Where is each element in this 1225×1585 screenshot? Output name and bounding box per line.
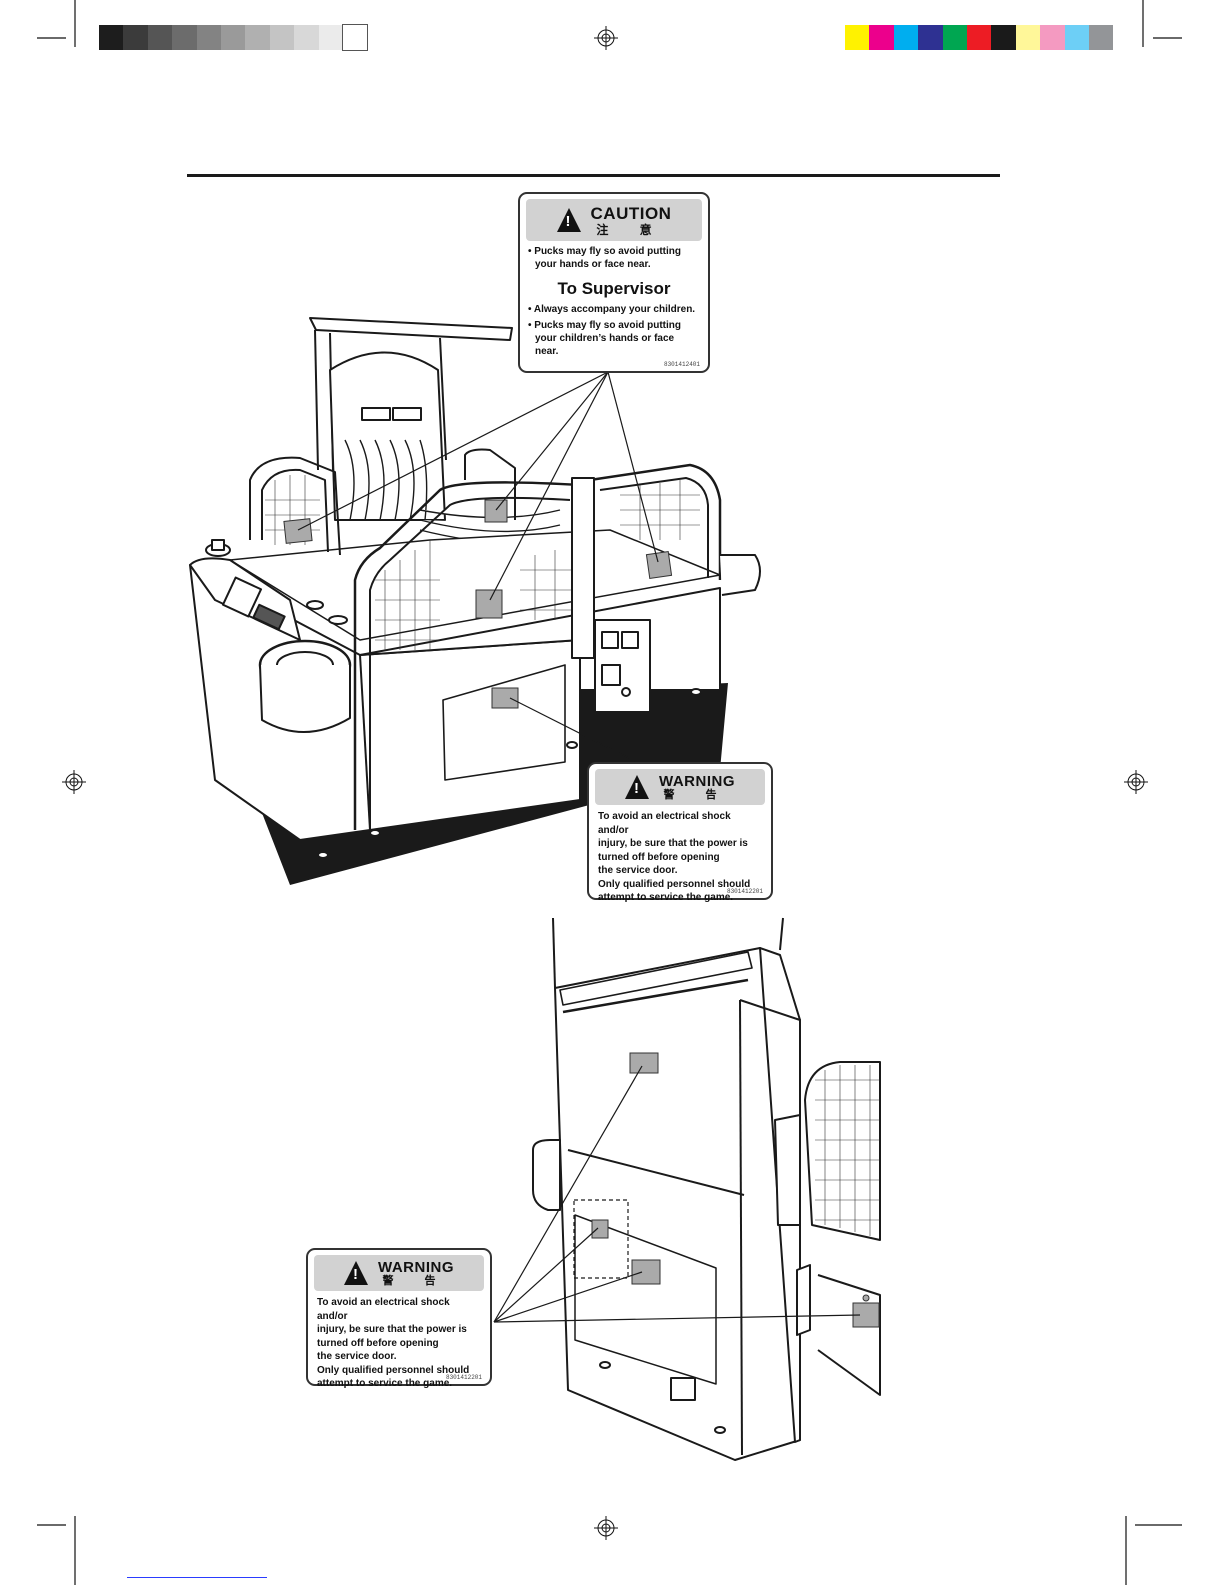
caution-line-1: • Pucks may fly so avoid putting xyxy=(528,246,681,257)
color-swatch xyxy=(918,25,943,50)
warning-text-line: injury, be sure that the power is xyxy=(598,838,748,849)
color-swatch xyxy=(172,25,197,50)
footer-underline xyxy=(127,1577,267,1578)
caution-label-code: 8301412401 xyxy=(663,361,700,368)
warning-top-title: WARNING xyxy=(659,772,735,790)
color-swatch xyxy=(318,25,343,50)
color-swatch xyxy=(967,25,992,50)
warning-text-line: turned off before opening xyxy=(598,851,720,863)
caution-subheading: To Supervisor xyxy=(557,279,671,298)
warning-text-line: To avoid an electrical shock and/or xyxy=(598,811,731,836)
registration-mark-bottom xyxy=(594,1516,618,1540)
color-swatch xyxy=(196,25,221,50)
color-swatch xyxy=(845,25,870,50)
color-swatch xyxy=(123,25,148,50)
color-swatch xyxy=(221,25,246,50)
warning-label-top: WARNING 警 告 To avoid an electrical shock… xyxy=(587,762,773,903)
warning-bottom-title-cn: 警 告 xyxy=(382,1274,450,1287)
warning-text-line: the service door. xyxy=(598,865,678,876)
color-swatch xyxy=(147,25,173,50)
header-rule xyxy=(187,174,1000,177)
color-swatch xyxy=(893,25,919,50)
callout-lines-bottom xyxy=(493,1065,861,1323)
color-swatch xyxy=(942,25,967,50)
cabinet-side-illustration xyxy=(532,917,881,1461)
registration-mark-top xyxy=(594,26,618,50)
warning-text-line: Only qualified personnel should xyxy=(598,878,751,890)
color-swatch xyxy=(245,25,270,50)
warning-text-line: turned off before opening xyxy=(317,1337,439,1349)
color-swatch xyxy=(1089,25,1114,50)
warning-text-line: Only qualified personnel should xyxy=(317,1364,470,1376)
color-swatch xyxy=(869,25,894,50)
registration-mark-left xyxy=(62,770,86,794)
caution-line-3: • Always accompany your children. xyxy=(528,304,696,315)
warning-top-code: 8301412201 xyxy=(726,888,763,895)
warning-triangle-icon xyxy=(556,208,581,232)
warning-top-title-cn: 警 告 xyxy=(663,788,731,801)
color-swatch xyxy=(991,25,1016,50)
caution-title: CAUTION xyxy=(590,203,672,223)
caution-label-header: CAUTION 注 意 xyxy=(526,199,702,241)
color-swatch xyxy=(99,25,124,50)
registration-mark-right xyxy=(1124,770,1148,794)
warning-label-bottom: WARNING 警 告 To avoid an electrical shock… xyxy=(306,1248,492,1389)
caution-label: CAUTION 注 意 • Pucks may fly so avoid put… xyxy=(518,192,710,373)
warning-bottom-code: 8301412201 xyxy=(445,1374,482,1381)
warning-text-line: attempt to service the game. xyxy=(317,1378,453,1389)
color-swatch xyxy=(269,25,295,50)
warning-text-line: To avoid an electrical shock and/or xyxy=(317,1297,450,1322)
color-swatch xyxy=(1015,25,1041,50)
color-swatch xyxy=(1040,25,1065,50)
warning-text-line: attempt to service the game. xyxy=(598,892,734,903)
label-locations-top xyxy=(283,499,673,709)
color-swatch xyxy=(294,25,319,50)
warning-bottom-title: WARNING xyxy=(378,1258,454,1276)
warning-label-bottom-header: WARNING 警 告 xyxy=(314,1255,484,1291)
warning-triangle-icon xyxy=(625,775,649,799)
caution-line-5: your children’s hands or face near. xyxy=(535,333,675,357)
caution-line-2: your hands or face near. xyxy=(535,259,651,270)
color-swatch xyxy=(341,24,369,51)
warning-label-top-header: WARNING 警 告 xyxy=(595,769,765,805)
caution-title-cn: 注 意 xyxy=(596,222,666,237)
warning-text-line: injury, be sure that the power is xyxy=(317,1324,467,1335)
air-hockey-table-illustration xyxy=(189,317,761,885)
warning-triangle-icon xyxy=(344,1261,368,1285)
color-swatch xyxy=(1064,25,1089,50)
caution-line-4: • Pucks may fly so avoid putting xyxy=(528,320,681,331)
warning-text-line: the service door. xyxy=(317,1351,397,1362)
